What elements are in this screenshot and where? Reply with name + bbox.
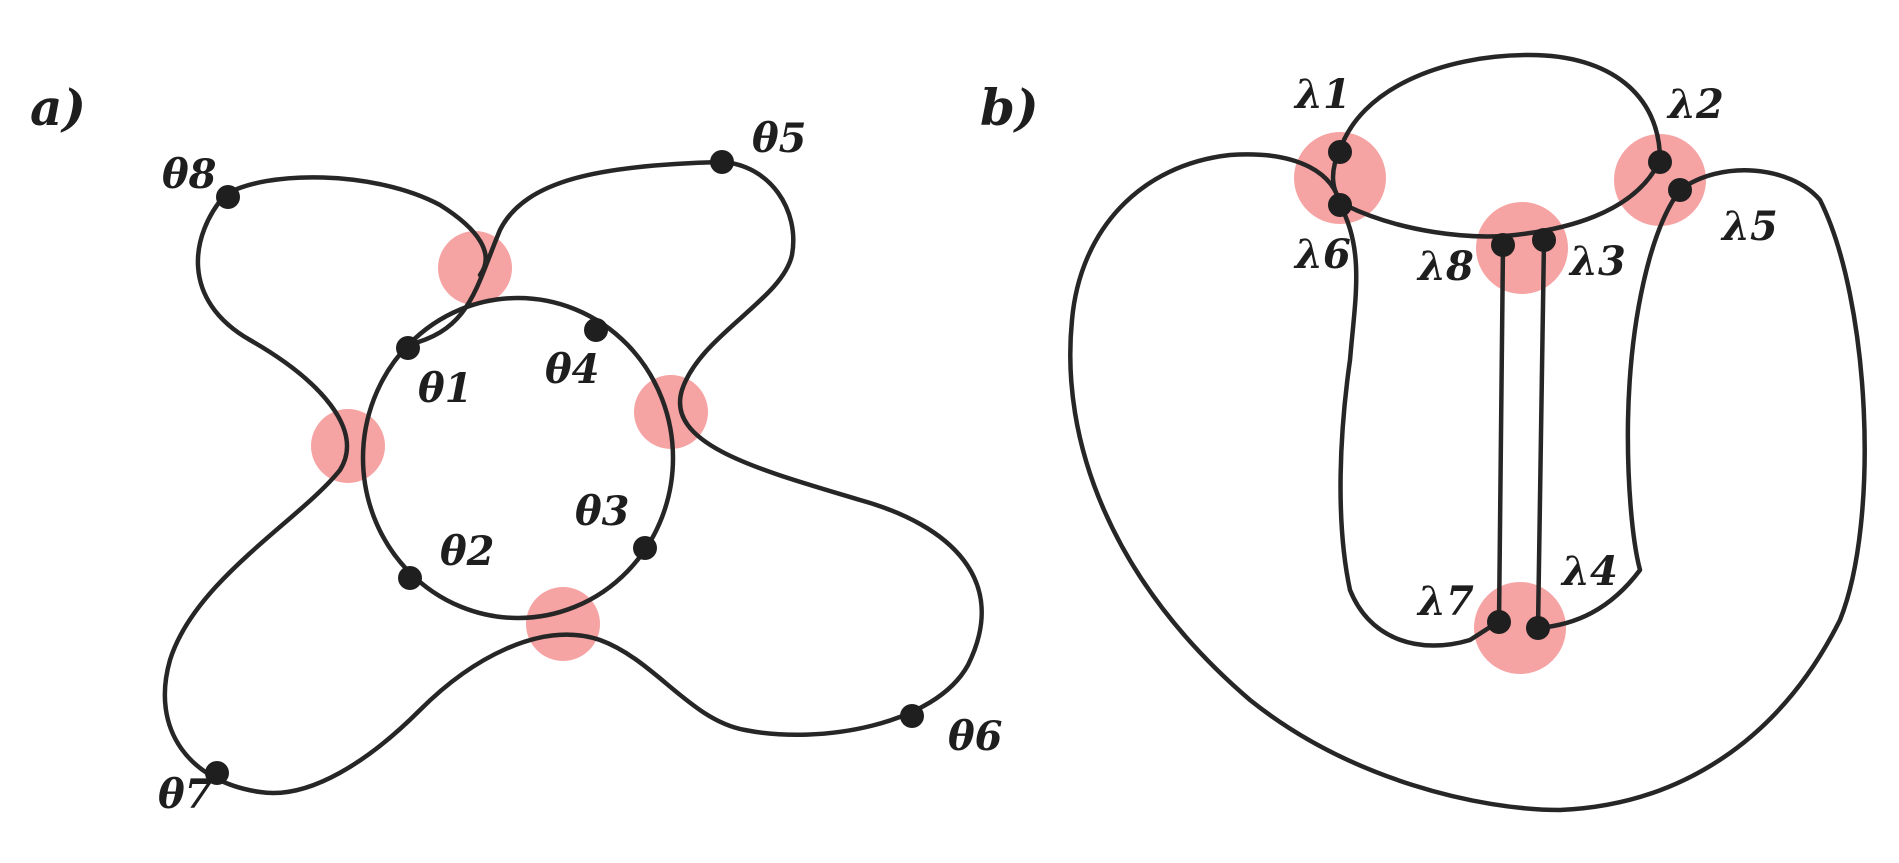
point-lambda-4 — [1526, 616, 1550, 640]
label-lambda-8: λ8 — [1416, 243, 1474, 290]
vertical-strand — [1535, 237, 1547, 631]
label-theta-5: θ5 — [752, 115, 807, 162]
crossing-highlight — [1294, 132, 1386, 224]
crossing-highlight — [1614, 134, 1706, 226]
point-lambda-6 — [1328, 193, 1352, 217]
label-lambda-5: λ5 — [1720, 203, 1778, 250]
label-theta-8: θ8 — [162, 151, 217, 198]
point-theta-4 — [584, 318, 608, 342]
label-theta-7: θ7 — [158, 771, 213, 818]
panel-b: b) λ1 λ2 λ6 λ5 λ8 λ3 λ7 λ4 — [980, 52, 1867, 813]
point-theta-1 — [396, 336, 420, 360]
point-lambda-7 — [1487, 610, 1511, 634]
label-lambda-7: λ7 — [1416, 578, 1474, 625]
point-theta-2 — [398, 566, 422, 590]
point-theta-3 — [633, 536, 657, 560]
panel-a-label: a) — [30, 78, 86, 137]
label-lambda-1: λ1 — [1293, 71, 1351, 118]
top-loop — [1330, 52, 1663, 239]
point-theta-5 — [710, 150, 734, 174]
label-theta-2: θ2 — [440, 528, 495, 575]
point-lambda-2 — [1648, 150, 1672, 174]
inner-circle — [360, 295, 676, 621]
outer-loop — [1068, 152, 1867, 813]
crossing-highlight — [1476, 202, 1568, 294]
label-theta-6: θ6 — [948, 713, 1003, 760]
label-theta-1: θ1 — [418, 365, 473, 412]
panel-a: a) θ8 θ5 θ1 θ4 θ3 θ2 θ6 θ7 — [30, 78, 1003, 818]
label-theta-4: θ4 — [545, 346, 600, 393]
left-strand — [1337, 202, 1501, 648]
label-lambda-4: λ4 — [1560, 548, 1618, 595]
point-theta-6 — [900, 704, 924, 728]
point-theta-8 — [216, 185, 240, 209]
crossing-highlight — [634, 375, 708, 449]
label-lambda-2: λ2 — [1666, 81, 1724, 128]
outer-curve — [162, 159, 984, 796]
point-lambda-8 — [1491, 233, 1515, 257]
panel-b-label: b) — [980, 78, 1039, 137]
point-lambda-1 — [1328, 140, 1352, 164]
label-theta-3: θ3 — [575, 488, 630, 535]
label-lambda-3: λ3 — [1568, 238, 1626, 285]
point-theta-7 — [205, 761, 229, 785]
label-lambda-6: λ6 — [1293, 231, 1351, 278]
point-lambda-3 — [1532, 228, 1556, 252]
right-strand — [1535, 187, 1683, 631]
vertical-strand — [1496, 242, 1506, 625]
point-lambda-5 — [1668, 178, 1692, 202]
